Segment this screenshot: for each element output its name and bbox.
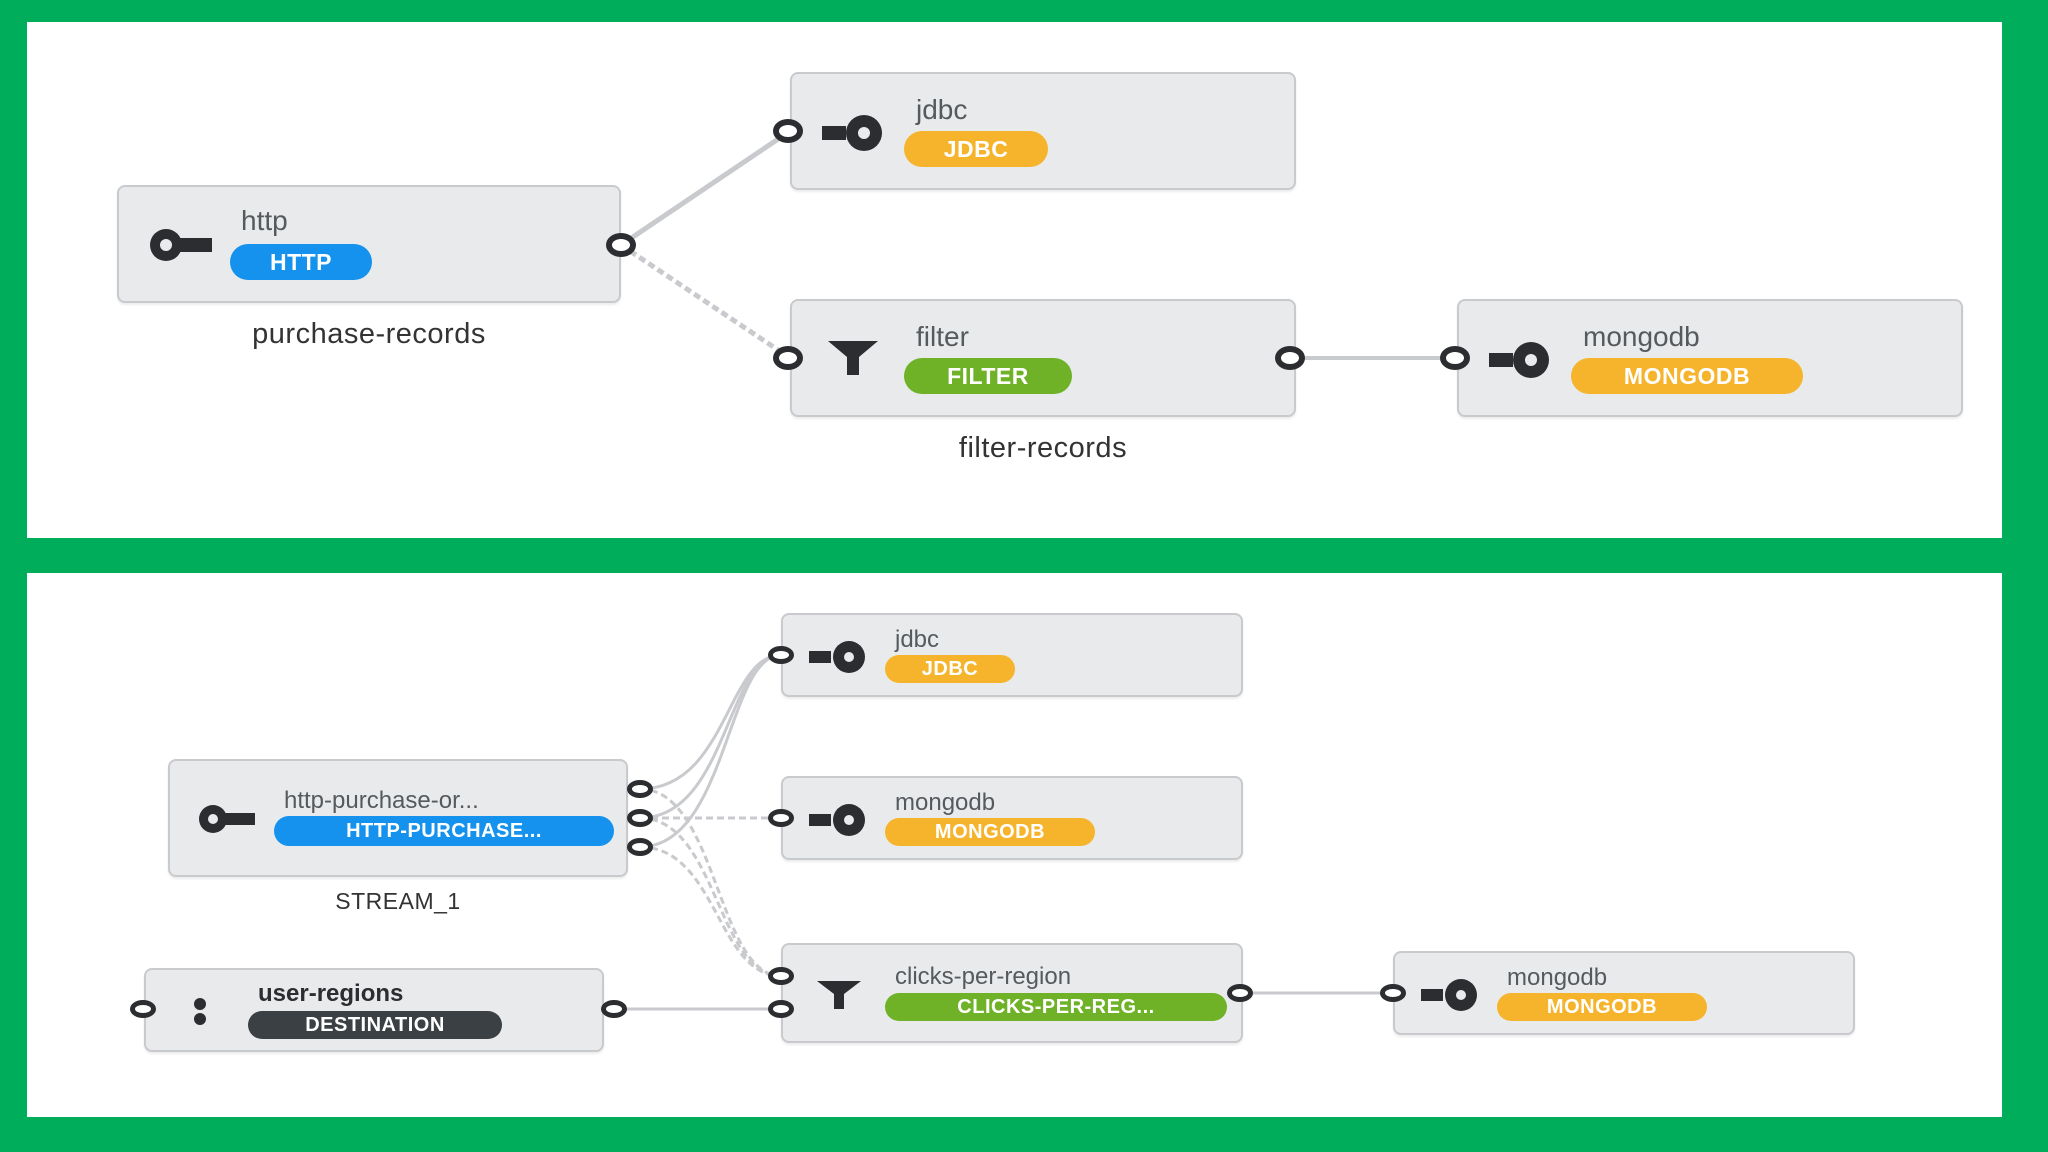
http-node-caption: purchase-records bbox=[252, 318, 486, 350]
source-output-port[interactable] bbox=[627, 809, 653, 827]
node-type-badge: JDBC bbox=[904, 131, 1048, 167]
jdbc-sink-node[interactable]: jdbc JDBC bbox=[790, 72, 1296, 190]
node-type-badge: CLICKS-PER-REG... bbox=[885, 993, 1227, 1021]
node-type-badge: MONGODB bbox=[1571, 358, 1803, 394]
processor-output-port[interactable] bbox=[1227, 984, 1253, 1002]
filter-node-caption: filter-records bbox=[958, 432, 1128, 464]
jdbc-input-port[interactable] bbox=[768, 646, 794, 664]
processor-input-port[interactable] bbox=[768, 967, 794, 985]
link-source-to-processor[interactable] bbox=[639, 845, 782, 978]
sink-icon bbox=[1489, 342, 1549, 378]
filter-input-port[interactable] bbox=[773, 346, 803, 370]
filter-processor-node[interactable]: filter FILTER bbox=[790, 299, 1296, 417]
user-regions-output-port[interactable] bbox=[601, 1000, 627, 1018]
source-output-port[interactable] bbox=[627, 838, 653, 856]
link-http-to-jdbc[interactable] bbox=[619, 128, 792, 248]
node-type-badge: JDBC bbox=[885, 655, 1015, 683]
bottom-links bbox=[612, 653, 1393, 1011]
mongodb-sink-node[interactable]: mongodb MONGODB bbox=[1457, 299, 1963, 417]
node-name: http bbox=[241, 205, 288, 236]
mongodb-sink-node[interactable]: mongodb MONGODB bbox=[781, 776, 1243, 860]
node-type-badge: HTTP bbox=[230, 244, 372, 280]
source-node-caption: STREAM_1 bbox=[335, 888, 461, 914]
link-source-to-jdbc[interactable] bbox=[639, 653, 782, 849]
filter-funnel-icon bbox=[817, 981, 861, 1009]
top-pipeline-panel: http HTTP purchase-records jdbc JDBC fil… bbox=[27, 22, 2002, 538]
node-name: http-purchase-or... bbox=[284, 787, 479, 814]
node-name: jdbc bbox=[895, 626, 940, 653]
node-name: mongodb bbox=[1583, 321, 1700, 352]
bottom-pipeline-panel: http-purchase-or... HTTP-PURCHASE... STR… bbox=[27, 573, 2002, 1117]
node-type-badge: MONGODB bbox=[885, 818, 1095, 846]
node-type-badge: FILTER bbox=[904, 358, 1072, 394]
link-http-to-filter[interactable] bbox=[619, 242, 792, 361]
http-purchase-source-node[interactable]: http-purchase-or... HTTP-PURCHASE... bbox=[168, 759, 628, 877]
http-source-node[interactable]: http HTTP bbox=[117, 185, 621, 303]
user-regions-input-port[interactable] bbox=[130, 1000, 156, 1018]
source-key-icon bbox=[150, 229, 212, 261]
node-name: mongodb bbox=[895, 789, 996, 816]
http-output-port[interactable] bbox=[606, 233, 636, 257]
sink-icon bbox=[1421, 979, 1477, 1011]
link-source-to-jdbc[interactable] bbox=[639, 653, 782, 791]
clicks-per-region-processor-node[interactable]: clicks-per-region CLICKS-PER-REG... bbox=[781, 943, 1243, 1043]
sink-icon bbox=[822, 115, 882, 151]
processor-input-port[interactable] bbox=[768, 1000, 794, 1018]
top-links bbox=[619, 128, 1457, 361]
jdbc-input-port[interactable] bbox=[773, 119, 803, 143]
mongodb-input-port[interactable] bbox=[1380, 984, 1406, 1002]
source-output-port[interactable] bbox=[627, 780, 653, 798]
destination-dots-icon bbox=[194, 998, 206, 1025]
node-name: jdbc bbox=[916, 94, 968, 125]
sink-icon bbox=[809, 641, 865, 673]
node-type-badge: MONGODB bbox=[1497, 993, 1707, 1021]
node-type-badge: DESTINATION bbox=[248, 1011, 502, 1039]
jdbc-sink-node[interactable]: jdbc JDBC bbox=[781, 613, 1243, 697]
mongodb-input-port[interactable] bbox=[768, 809, 794, 827]
node-name: filter bbox=[916, 321, 969, 352]
mongodb-input-port[interactable] bbox=[1440, 346, 1470, 370]
node-type-badge: HTTP-PURCHASE... bbox=[274, 816, 614, 846]
filter-funnel-icon bbox=[828, 341, 878, 375]
sink-icon bbox=[809, 804, 865, 836]
node-name: mongodb bbox=[1507, 964, 1608, 991]
source-key-icon bbox=[199, 805, 255, 833]
user-regions-destination-node[interactable]: user-regions DESTINATION bbox=[144, 968, 604, 1052]
node-name: clicks-per-region bbox=[895, 963, 1072, 990]
mongodb-sink-node[interactable]: mongodb MONGODB bbox=[1393, 951, 1855, 1035]
node-name: user-regions bbox=[258, 980, 404, 1007]
link-source-to-jdbc[interactable] bbox=[639, 653, 782, 820]
filter-output-port[interactable] bbox=[1275, 346, 1305, 370]
